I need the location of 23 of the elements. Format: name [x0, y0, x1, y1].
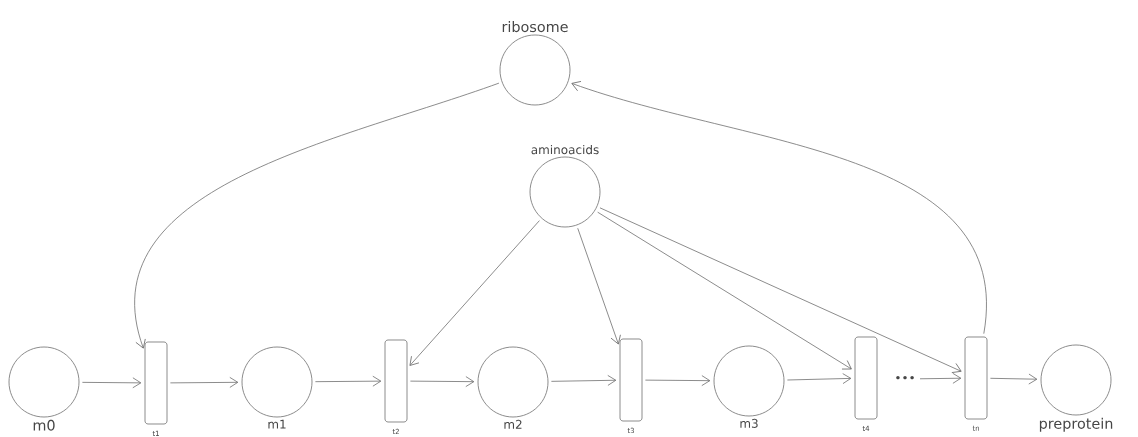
- node-label: m1: [268, 419, 286, 429]
- arrow: [990, 373, 1038, 385]
- node-label: m0: [33, 419, 55, 431]
- arrow: [410, 376, 475, 387]
- node-label: preprotein: [1039, 417, 1113, 432]
- node-label: m2: [504, 419, 522, 429]
- arrow: [787, 373, 852, 384]
- arrow: [597, 211, 852, 370]
- arrow: [409, 220, 540, 366]
- arrow: [919, 372, 962, 384]
- arrow: [599, 207, 962, 373]
- ellipsis-text: •••: [896, 375, 914, 380]
- arrow: [82, 377, 142, 389]
- arrow: [170, 377, 239, 388]
- node-label: ribosome: [502, 21, 568, 33]
- arrow: [571, 81, 987, 335]
- node-label: aminoacids: [531, 144, 599, 155]
- arrow: [645, 375, 711, 386]
- node-label: m3: [740, 418, 758, 428]
- arrow: [134, 82, 500, 349]
- arrow: [551, 375, 617, 386]
- arrow: [577, 227, 621, 345]
- arrow: [315, 375, 382, 387]
